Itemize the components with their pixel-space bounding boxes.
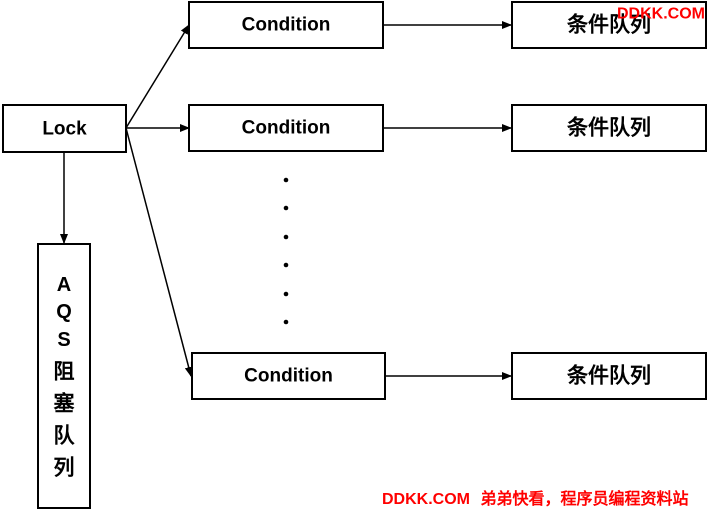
ellipsis-dot — [283, 234, 289, 240]
ellipsis-dot — [283, 205, 289, 211]
condition-queue-node: 条件队列 — [511, 1, 707, 49]
aqs-queue-char: 阻 — [54, 361, 75, 384]
watermark-slogan: 弟弟快看，程序员编程资料站 — [480, 489, 688, 508]
aqs-queue-char: A — [57, 274, 71, 296]
watermark-bottom: DDKK.COM 弟弟快看，程序员编程资料站 — [382, 489, 688, 508]
aqs-queue-char: 塞 — [54, 392, 76, 416]
condition-label: Condition — [242, 15, 331, 36]
condition-label: Condition — [242, 118, 331, 139]
condition-queue-label: 条件队列 — [567, 116, 651, 140]
ellipsis-dot — [283, 177, 289, 183]
lock-node: Lock — [2, 104, 127, 153]
lock-label: Lock — [42, 119, 87, 140]
watermark-brand: DDKK.COM — [382, 491, 470, 508]
condition-queue-label: 条件队列 — [567, 13, 651, 37]
watermark-top-right: DDKK.COM — [617, 6, 705, 23]
condition-queue-label: 条件队列 — [567, 364, 651, 388]
aqs-queue-char: S — [57, 329, 70, 351]
aqs-blocking-queue-node: A Q S 阻 塞 队 列 — [37, 243, 91, 509]
lock-to-condition-3-arrow — [125, 127, 193, 377]
condition-node: Condition — [191, 352, 386, 400]
ellipsis-dot — [283, 262, 289, 268]
ellipsis-dot — [283, 319, 289, 325]
condition-queue-node: 条件队列 — [511, 104, 707, 152]
condition-node: Condition — [188, 1, 384, 49]
condition-queue-node: 条件队列 — [511, 352, 707, 400]
aqs-queue-char: 队 — [54, 425, 76, 448]
condition-node: Condition — [188, 104, 384, 152]
lock-to-condition-1-arrow — [125, 24, 190, 129]
aqs-queue-char: Q — [56, 301, 72, 323]
vertical-ellipsis — [283, 177, 289, 325]
condition-label: Condition — [244, 366, 333, 387]
ellipsis-dot — [283, 291, 289, 297]
aqs-queue-char: 列 — [54, 457, 75, 480]
